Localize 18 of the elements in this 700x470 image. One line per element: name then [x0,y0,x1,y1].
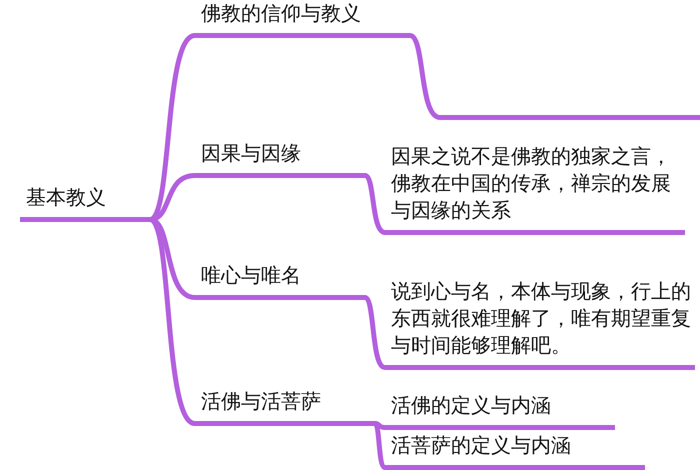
branch-connector [150,173,196,222]
branch-connector [374,421,386,430]
branch-connector [364,295,386,370]
branch-connector [373,422,386,470]
topic-label: 活菩萨的定义与内涵 [391,432,572,459]
topic-node [195,262,365,300]
branch-connector [364,173,386,235]
branch-connector [408,33,441,120]
topic-label: 唯心与唯名 [201,262,302,289]
topic-label: 基本教义 [26,184,107,211]
topic-label: 说到心与名，本体与现象，行上的东西就很难理解了，唯有期望重复与时间能够理解吧。 [391,278,692,359]
topic-label: 因果与因缘 [201,140,302,167]
topic-label: 活佛与活菩萨 [201,388,322,415]
branch-connector [149,217,196,300]
topic-node [195,0,410,38]
topic-label: 活佛的定义与内涵 [391,392,552,419]
topic-label: 佛教的信仰与教义 [201,0,362,27]
topic-label: 因果之说不是佛教的独家之言，佛教在中国的传承，禅宗的发展与因缘的关系 [391,143,672,224]
